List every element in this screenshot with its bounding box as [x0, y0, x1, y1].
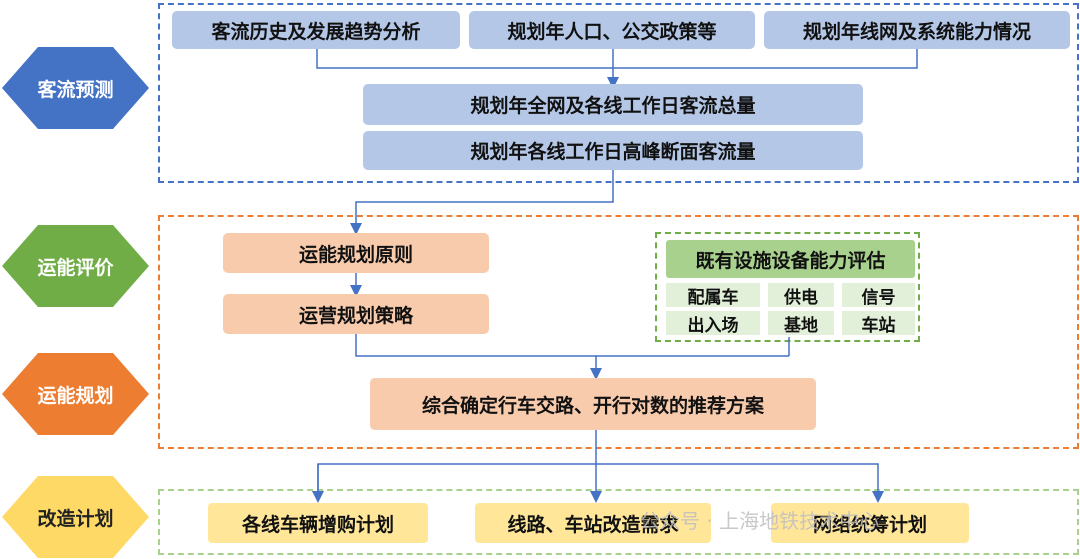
vehicle-purchase-plan-box: 各线车辆增购计划: [208, 503, 428, 543]
stage-label-renovation: 改造计划: [37, 507, 114, 530]
facility-region: [655, 232, 920, 342]
forecast-region: [158, 3, 1079, 183]
input-passenger-history: 客流历史及发展趋势分析: [172, 11, 460, 49]
forecast-diamond: [2, 47, 149, 129]
stage-label-evaluation: 运能评价: [37, 256, 114, 279]
line-station-renovation-box: 线路、车站改造需求: [475, 503, 711, 543]
input-network-capacity: 规划年线网及系统能力情况: [764, 11, 1070, 49]
operation-strategy-box: 运营规划策略: [223, 294, 489, 334]
recommended-plan-box: 综合确定行车交路、开行对数的推荐方案: [370, 378, 816, 430]
input-population-policy: 规划年人口、公交政策等: [469, 11, 755, 49]
renovation-diamond: [2, 476, 149, 558]
renovation-region: [158, 489, 1079, 555]
facility-item-rolling-stock: 配属车: [666, 283, 760, 308]
connector-inputs-merge: [316, 49, 918, 69]
evaluation-diamond: [2, 225, 149, 307]
facility-item-signal: 信号: [842, 283, 915, 308]
facility-title-box: 既有设施设备能力评估: [666, 240, 915, 278]
stage-label-forecast: 客流预测: [37, 78, 114, 101]
facility-item-depot-access: 出入场: [666, 311, 760, 336]
evaluation-planning-region: [158, 215, 1079, 449]
connector-forecast-to-evaluation: [350, 170, 614, 235]
peak-flow-box: 规划年各线工作日高峰断面客流量: [363, 131, 863, 170]
planning-diamond: [2, 353, 149, 435]
network-coordination-plan-box: 网络统筹计划: [771, 503, 969, 543]
facility-item-base: 基地: [768, 311, 834, 336]
connector-strategy-to-plan: [355, 334, 602, 380]
capacity-principle-box: 运能规划原则: [223, 233, 489, 273]
total-flow-box: 规划年全网及各线工作日客流总量: [363, 84, 863, 125]
facility-item-station: 车站: [842, 311, 915, 336]
stage-label-planning: 运能规划: [37, 384, 114, 407]
facility-item-power: 供电: [768, 283, 834, 308]
watermark-text: 公众号 · 上海地铁技术中心: [640, 509, 880, 533]
